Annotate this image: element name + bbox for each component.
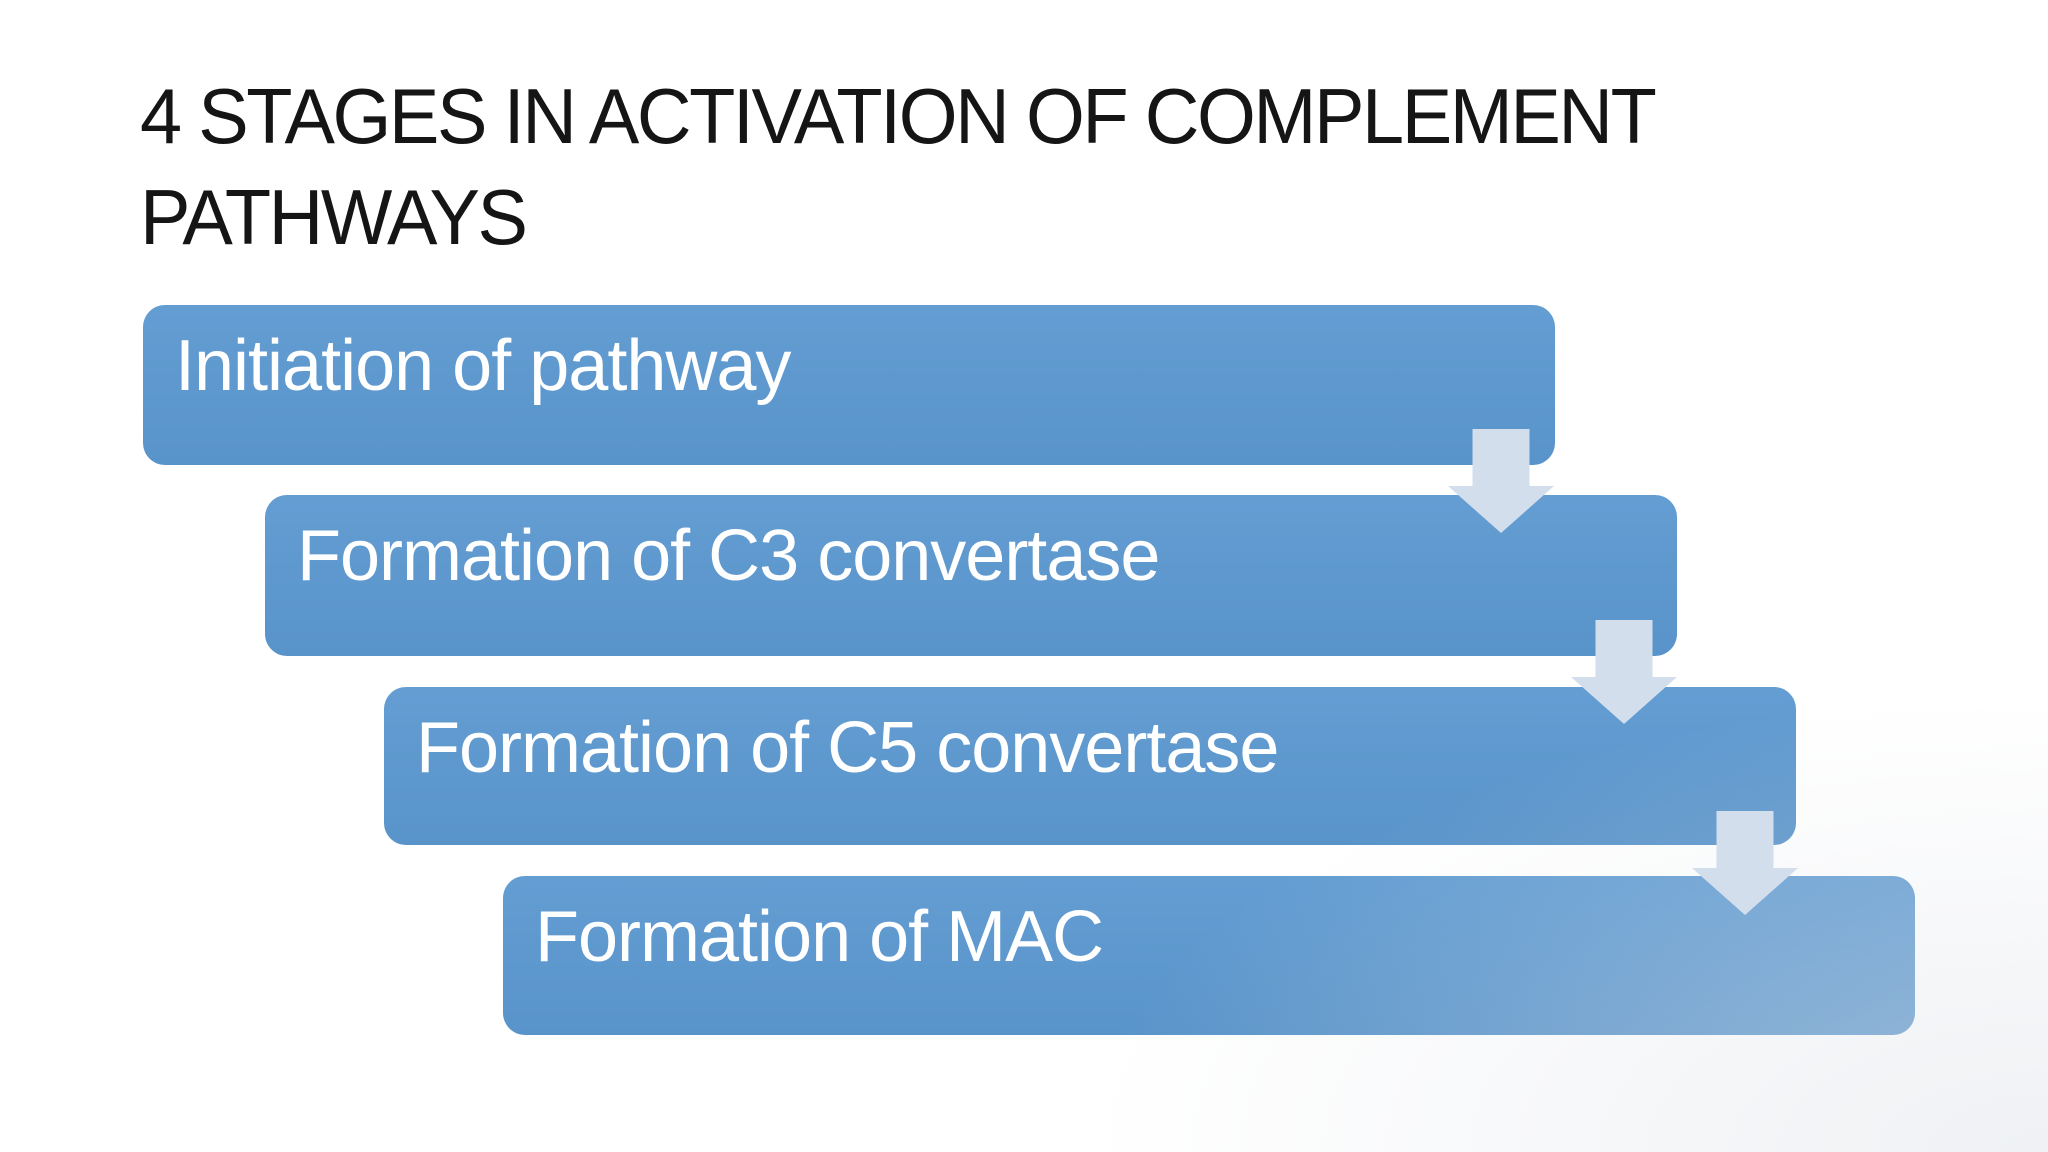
stage-label: Initiation of pathway	[175, 326, 791, 406]
stage-box-c3-convertase: Formation of C3 convertase	[265, 495, 1677, 656]
down-arrow-icon	[1448, 429, 1554, 533]
stage-box-mac: Formation of MAC	[503, 876, 1915, 1035]
down-arrow-shape	[1692, 811, 1798, 915]
stage-box-initiation: Initiation of pathway	[143, 305, 1555, 465]
stage-label: Formation of C3 convertase	[297, 516, 1160, 596]
stage-label: Formation of C5 convertase	[416, 708, 1279, 788]
down-arrow-shape	[1448, 429, 1554, 533]
stage-box-c5-convertase: Formation of C5 convertase	[384, 687, 1796, 845]
slide-title: 4 STAGES IN ACTIVATION OF COMPLEMENT PAT…	[140, 72, 1655, 262]
down-arrow-icon	[1571, 620, 1677, 724]
down-arrow-icon	[1692, 811, 1798, 915]
stage-label: Formation of MAC	[535, 897, 1104, 977]
down-arrow-shape	[1571, 620, 1677, 724]
